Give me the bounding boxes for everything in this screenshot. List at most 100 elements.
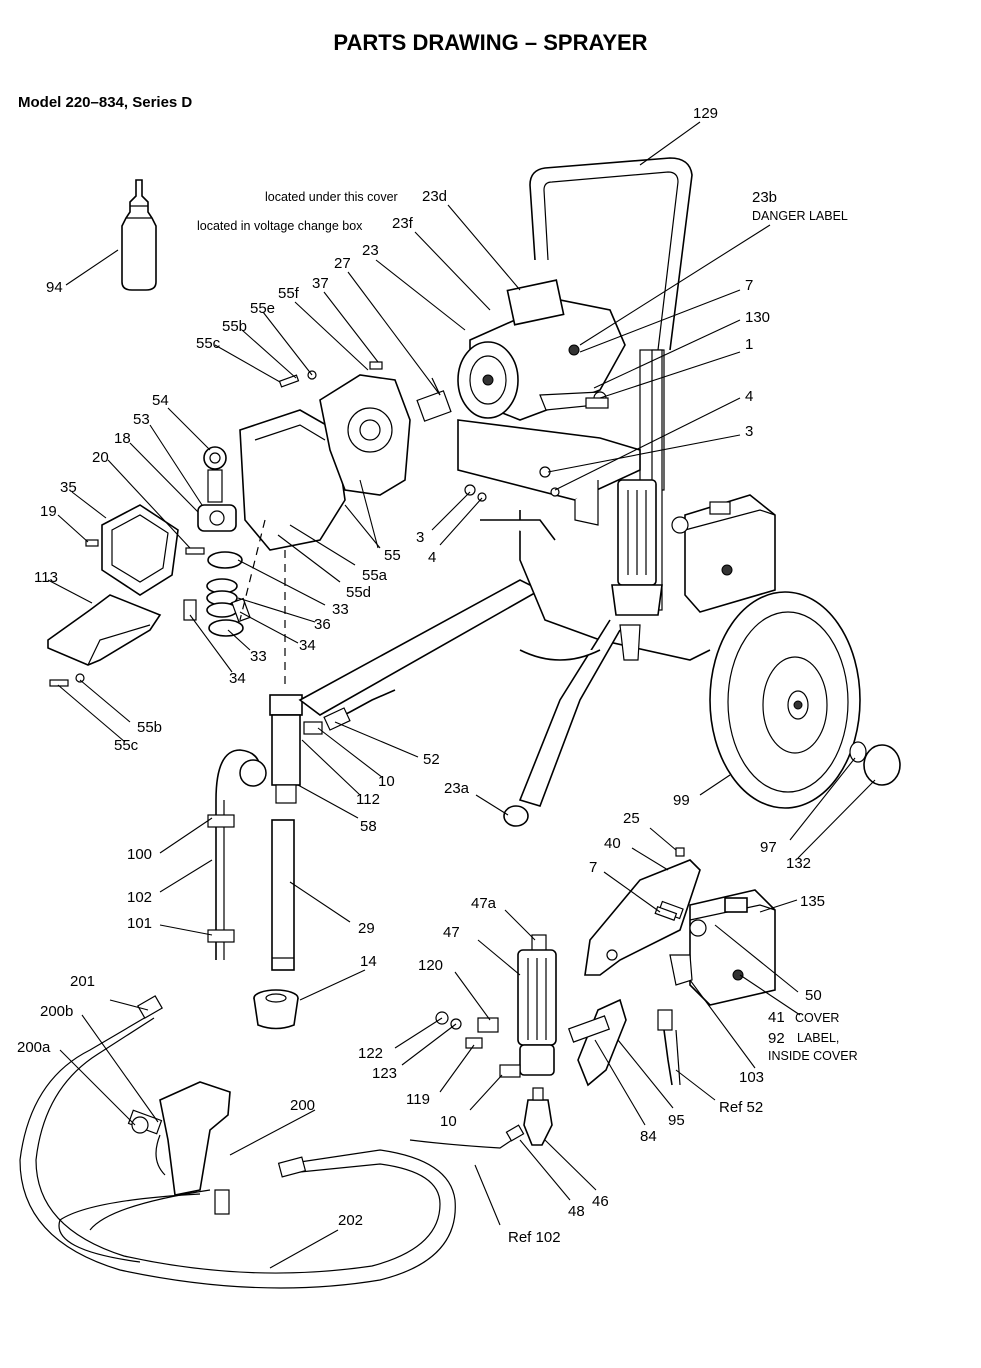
page-title: PARTS DRAWING – SPRAYER [333, 30, 648, 55]
callout-132: 132 [786, 855, 811, 872]
callout-84: 84 [640, 1128, 657, 1145]
callout-4-right: 4 [745, 388, 753, 405]
callout-120: 120 [418, 957, 443, 974]
callout-23a: 23a [444, 780, 470, 797]
callout-55d: 55d [346, 584, 371, 601]
callout-3-right: 3 [745, 423, 753, 440]
callout-47a: 47a [471, 895, 497, 912]
part-97-132-hub-cap [849, 741, 901, 786]
note-cover: COVER [795, 1011, 839, 1025]
callout-23: 23 [362, 242, 379, 259]
part-129-cart-handle [529, 157, 693, 611]
callout-33-top: 33 [332, 601, 349, 618]
callout-102: 102 [127, 889, 152, 906]
callout-113: 113 [34, 569, 58, 586]
callout-103: 103 [739, 1069, 764, 1086]
callout-41: 41 [768, 1009, 785, 1026]
callout-48: 48 [568, 1203, 585, 1220]
model-label: Model 220–834, Series D [18, 94, 193, 111]
callout-55b-bottom: 55b [137, 719, 162, 736]
callout-1: 1 [745, 336, 753, 353]
callout-99: 99 [673, 792, 690, 809]
part-35-shield [101, 504, 179, 596]
callout-34-right: 34 [299, 637, 316, 654]
callout-55f: 55f [278, 285, 300, 302]
callout-101: 101 [127, 915, 152, 932]
callout-50: 50 [805, 987, 822, 1004]
callout-23d: 23d [422, 188, 447, 205]
callout-35: 35 [60, 479, 77, 496]
callout-123: 123 [372, 1065, 397, 1082]
note-inside-cover: INSIDE COVER [768, 1049, 858, 1063]
part-46-48-drain [409, 1087, 553, 1149]
callout-25: 25 [623, 810, 640, 827]
part-40-bracket [584, 859, 701, 976]
note-under-cover: located under this cover [265, 190, 398, 204]
callout-33-bottom: 33 [250, 648, 267, 665]
callout-129: 129 [693, 105, 718, 122]
callout-130: 130 [745, 309, 770, 326]
callout-55c-top: 55c [196, 335, 221, 352]
part-47-filter [499, 934, 557, 1078]
callout-112: 112 [356, 791, 380, 808]
part-motor-base-plate [457, 419, 641, 526]
callout-54: 54 [152, 392, 169, 409]
part-99-wheel [709, 591, 861, 809]
callout-94: 94 [46, 279, 63, 296]
callout-10-top: 10 [378, 773, 395, 790]
callout-58: 58 [360, 818, 377, 835]
callout-10-bottom: 10 [440, 1113, 457, 1130]
callout-34-left: 34 [229, 670, 246, 687]
part-52-hose [323, 689, 396, 731]
part-200-spray-gun [127, 1081, 231, 1196]
callout-46: 46 [592, 1193, 609, 1210]
part-58-pump [269, 694, 323, 804]
callout-23b: 23b [752, 189, 777, 206]
callout-36: 36 [314, 616, 331, 633]
part-control-box [671, 494, 776, 613]
callout-40: 40 [604, 835, 621, 852]
part-pressure-filter [611, 479, 663, 661]
callout-29: 29 [358, 920, 375, 937]
part-135-control-box [669, 889, 776, 1006]
callout-4-left: 4 [428, 549, 436, 566]
callout-37: 37 [312, 275, 329, 292]
callout-202: 202 [338, 1212, 363, 1229]
callout-100: 100 [127, 846, 152, 863]
callout-19: 19 [40, 503, 57, 520]
note-voltage-box: located in voltage change box [197, 219, 363, 233]
part-7-motor [457, 279, 626, 421]
callout-53: 53 [133, 411, 150, 428]
detail-marker-a [239, 759, 267, 787]
part-55-gear-housing [239, 374, 411, 551]
callout-200a: 200a [17, 1039, 51, 1056]
part-14-strainer [253, 989, 299, 1030]
callout-18: 18 [114, 430, 131, 447]
callout-97: 97 [760, 839, 777, 856]
part-27-pinion [416, 377, 452, 422]
callout-55b-top: 55b [222, 318, 247, 335]
note-label: LABEL, [797, 1031, 839, 1045]
callout-47: 47 [443, 924, 460, 941]
callout-92: 92 [768, 1030, 785, 1047]
part-53-yoke [197, 504, 237, 532]
callout-119: 119 [406, 1091, 430, 1108]
callout-7-top: 7 [745, 277, 753, 294]
part-201-202-hoses [19, 995, 456, 1289]
callout-ref52: Ref 52 [719, 1099, 763, 1116]
note-danger-label: DANGER LABEL [752, 209, 848, 223]
leader-lines [47, 121, 876, 1269]
callout-55a: 55a [362, 567, 388, 584]
callout-201: 201 [70, 973, 95, 990]
callout-95: 95 [668, 1112, 685, 1129]
part-113-guard [47, 594, 162, 666]
callout-23f: 23f [392, 215, 414, 232]
callout-55e: 55e [250, 300, 275, 317]
part-84-95-bracket [567, 998, 627, 1087]
callout-ref102: Ref 102 [508, 1229, 561, 1246]
part-33-36-packings [183, 551, 251, 637]
part-29-suction-tube [271, 819, 295, 971]
callout-3-left: 3 [416, 529, 424, 546]
